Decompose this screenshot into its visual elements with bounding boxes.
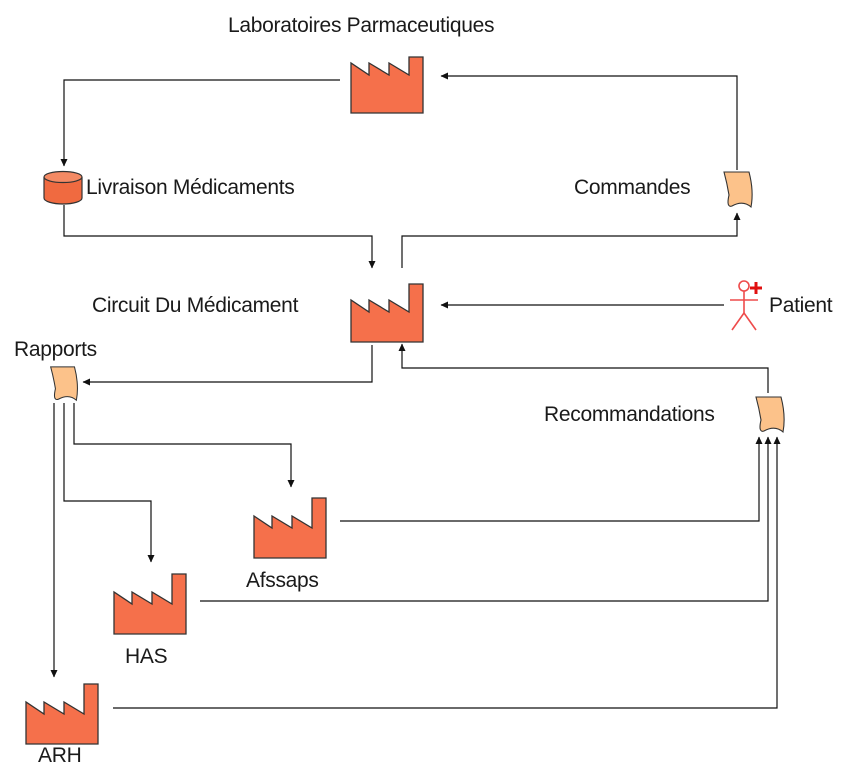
- database-icon[interactable]: [42, 170, 84, 206]
- laboratoires-label: Laboratoires Parmaceutiques: [228, 14, 495, 37]
- edge-arh-to-recommandations: [113, 436, 781, 709]
- edge-circuit-to-commandes: [401, 212, 741, 268]
- recommandations-label: Recommandations: [544, 403, 715, 426]
- document-icon[interactable]: [721, 169, 755, 211]
- commandes-label: Commandes: [574, 176, 691, 199]
- edge-laboratoires-to-livraison: [60, 79, 340, 167]
- factory-icon[interactable]: [24, 682, 100, 746]
- livraison-label: Livraison Médicaments: [86, 176, 295, 199]
- factory-icon[interactable]: [349, 55, 425, 115]
- edge-livraison-to-circuit: [63, 205, 376, 269]
- factory-icon[interactable]: [112, 572, 188, 636]
- edge-circuit-to-rapports: [82, 345, 373, 386]
- factory-icon[interactable]: [349, 282, 425, 344]
- rapports-label: Rapports: [14, 338, 97, 361]
- has-label: HAS: [125, 645, 168, 668]
- document-icon[interactable]: [751, 394, 789, 436]
- edge-rapports-to-has: [63, 403, 155, 563]
- document-icon[interactable]: [46, 364, 82, 404]
- arh-label: ARH: [38, 744, 82, 767]
- afssaps-label: Afssaps: [246, 569, 319, 592]
- edge-afssaps-to-recommandations: [340, 436, 763, 522]
- actor-icon[interactable]: [726, 278, 766, 334]
- factory-icon[interactable]: [252, 496, 328, 560]
- patient-label: Patient: [769, 294, 833, 317]
- edge-has-to-recommandations: [200, 436, 772, 602]
- edge-recommandations-to-circuit: [398, 343, 769, 393]
- edge-commandes-to-laboratoires: [440, 72, 738, 170]
- edge-rapports-to-afssaps: [73, 403, 295, 488]
- circuit-label: Circuit Du Médicament: [92, 294, 299, 317]
